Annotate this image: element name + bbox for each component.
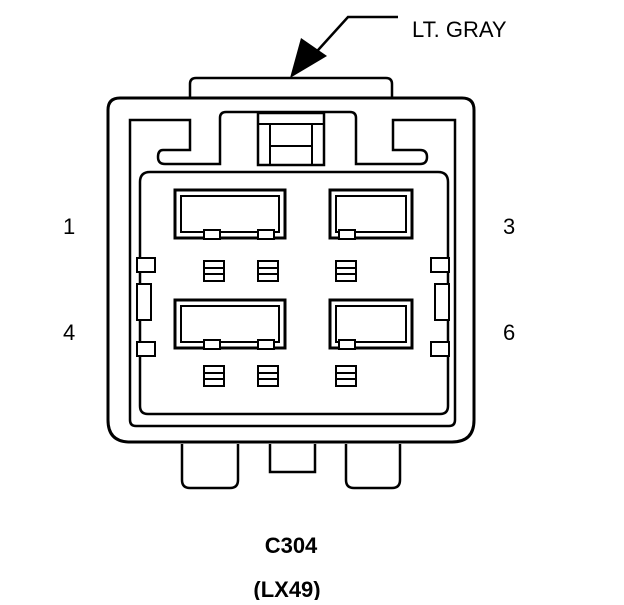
bottom-tabs	[180, 444, 402, 490]
terminal-lock-windows	[203, 260, 357, 387]
color-callout-leader	[290, 15, 398, 78]
locking-tab	[256, 111, 326, 167]
side-slots	[136, 257, 450, 357]
pin-label-3: 3	[503, 214, 515, 239]
connector-id: C304	[265, 533, 318, 558]
connector-housing-inner-rim	[128, 110, 457, 428]
cavity-pin-3	[328, 188, 414, 240]
cavity-pin-4	[173, 298, 287, 350]
cavity-pin-1	[173, 188, 287, 240]
connector-housing-outer	[106, 96, 476, 444]
terminal-cavity-area	[138, 170, 450, 416]
pin-label-6: 6	[503, 320, 515, 345]
cavity-pin-6	[328, 298, 414, 350]
pin-label-4: 4	[63, 320, 75, 345]
harness-code: (LX49)	[253, 577, 320, 600]
housing-top-hump	[188, 76, 394, 100]
pin-label-1: 1	[63, 214, 75, 239]
color-callout-label: LT. GRAY	[412, 17, 507, 42]
